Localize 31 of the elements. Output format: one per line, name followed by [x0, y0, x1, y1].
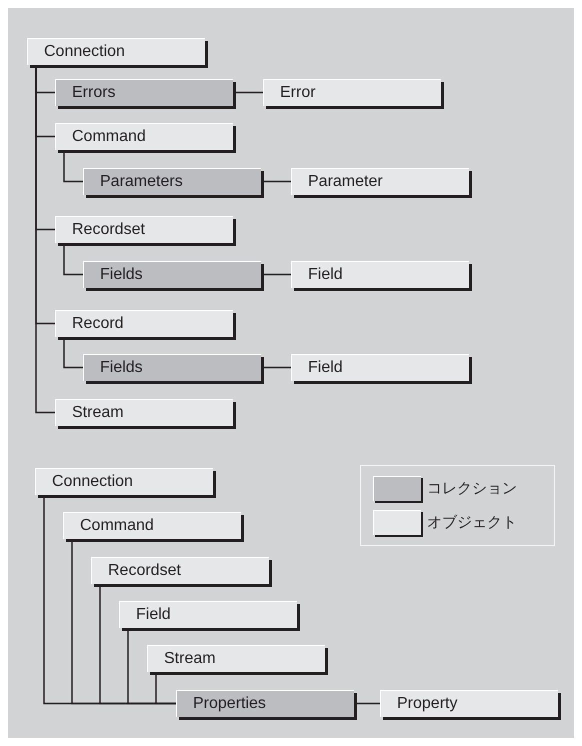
collection-box: Fields: [83, 354, 261, 381]
legend-label: コレクション: [427, 479, 517, 498]
collection-box: Fields: [83, 261, 261, 288]
connector-line: [63, 243, 83, 276]
object-box: Stream: [55, 399, 233, 426]
connector-line: [261, 366, 291, 368]
object-box: Command: [55, 123, 233, 150]
object-box: Field: [291, 354, 469, 381]
object-box: Connection: [27, 38, 205, 65]
object-box: Recordset: [55, 216, 233, 243]
object-box: Stream: [147, 645, 325, 672]
collection-box: Properties: [176, 690, 354, 717]
object-box: Connection: [35, 468, 213, 495]
object-box: Parameter: [291, 168, 469, 195]
legend-label: オブジェクト: [427, 513, 517, 532]
connector-line: [233, 92, 263, 94]
connector-line: [155, 672, 176, 704]
collection-box: Parameters: [83, 168, 261, 195]
object-box: Error: [263, 79, 441, 106]
object-box: Command: [63, 512, 241, 539]
object-box: Record: [55, 310, 233, 337]
object-box: Field: [119, 601, 297, 628]
collection-box: Errors: [55, 79, 233, 106]
connector-line: [35, 65, 55, 414]
connector-line: [261, 274, 291, 276]
object-box: Field: [291, 261, 469, 288]
connector-line: [63, 337, 83, 368]
object-box: Recordset: [91, 557, 269, 584]
connector-line: [261, 180, 291, 182]
object-box: Property: [380, 690, 558, 717]
connector-line: [63, 150, 83, 182]
